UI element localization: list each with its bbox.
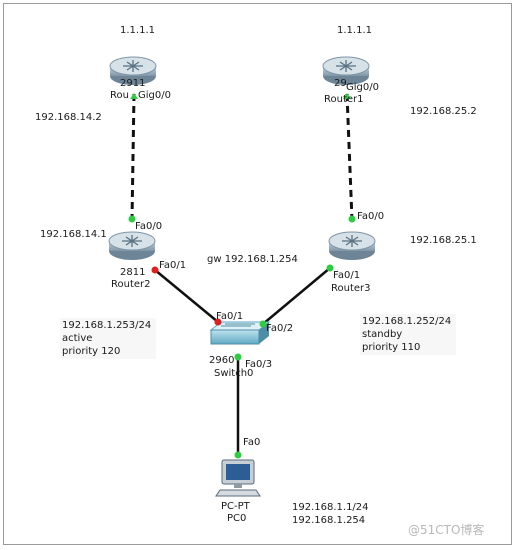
pc0-name[interactable]: PC0: [227, 513, 247, 524]
diagram-frame: [3, 3, 512, 545]
note-priority: priority 120: [62, 346, 121, 357]
port-up-marker: [130, 93, 138, 99]
gateway-label: gw 192.168.1.254: [207, 254, 298, 265]
port-down-marker: [214, 318, 222, 326]
router2-hsrp-note: 192.168.1.253/24 active priority 120: [60, 318, 156, 359]
port-up-marker: [128, 215, 136, 223]
switch0-port-down: Fa0/3: [245, 359, 273, 370]
router3-name[interactable]: Router3: [331, 283, 371, 294]
router-top-left-model: 2911: [120, 78, 146, 89]
link-router3-switch: [262, 267, 331, 325]
router1-name[interactable]: Router1: [324, 94, 364, 105]
router-icon[interactable]: [328, 231, 376, 260]
note-ip: 192.168.1.253/24: [62, 320, 152, 331]
router-icon[interactable]: [322, 56, 370, 85]
router3-hsrp-note: 192.168.1.252/24 standby priority 110: [360, 314, 456, 355]
pc-icon[interactable]: [215, 459, 261, 497]
link-router2-switch: [154, 269, 219, 323]
pc-gateway: 192.168.1.254: [292, 515, 366, 526]
port-up-marker: [348, 215, 356, 223]
port-up-marker: [234, 451, 242, 459]
router3-port-down: Fa0/1: [333, 270, 361, 281]
router-icon[interactable]: [108, 231, 156, 260]
switch0-model: 2960: [209, 355, 235, 366]
ip-14-2-label: 192.168.14.2: [35, 112, 102, 123]
router-top-left-port: Gig0/0: [138, 90, 171, 101]
router1-port: Gig0/0: [346, 82, 379, 93]
router-top-left-ip: 1.1.1.1: [120, 25, 155, 36]
pc0-ip-note: 192.168.1.1/24 192.168.1.254: [290, 500, 371, 528]
pc-ip: 192.168.1.1/24: [292, 502, 369, 513]
router1-model: 29: [334, 78, 347, 89]
router2-port-down: Fa0/1: [159, 260, 187, 271]
watermark: @51CTO博客: [408, 523, 485, 537]
pc0-model: PC-PT: [221, 501, 250, 512]
pc0-port: Fa0: [243, 437, 261, 448]
switch0-name[interactable]: Switch0: [214, 368, 254, 379]
router3-port-up: Fa0/0: [357, 211, 385, 222]
port-up-marker: [326, 264, 334, 272]
note-priority: priority 110: [362, 342, 421, 353]
note-state: standby: [362, 329, 403, 340]
switch-icon[interactable]: [209, 321, 271, 345]
switch0-port-right: Fa0/2: [266, 323, 294, 334]
ip-25-1-label: 192.168.25.1: [410, 235, 477, 246]
link-top-right: [345, 93, 354, 221]
router1-ip: 1.1.1.1: [337, 25, 372, 36]
router-icon[interactable]: [109, 56, 157, 85]
ip-25-2-label: 192.168.25.2: [410, 106, 477, 117]
router-top-left-name[interactable]: Rou: [110, 90, 129, 101]
router2-port-up: Fa0/0: [135, 221, 163, 232]
note-state: active: [62, 333, 93, 344]
link-top-left: [130, 93, 136, 221]
port-down-marker: [151, 266, 159, 274]
port-up-marker: [343, 93, 351, 99]
switch0-port-left: Fa0/1: [216, 311, 244, 322]
port-up-marker: [259, 320, 267, 328]
router2-name[interactable]: Router2: [111, 279, 151, 290]
router2-model: 2811: [120, 267, 146, 278]
port-up-marker: [234, 353, 242, 361]
ip-14-1-label: 192.168.14.1: [40, 229, 107, 240]
note-ip: 192.168.1.252/24: [362, 316, 452, 327]
